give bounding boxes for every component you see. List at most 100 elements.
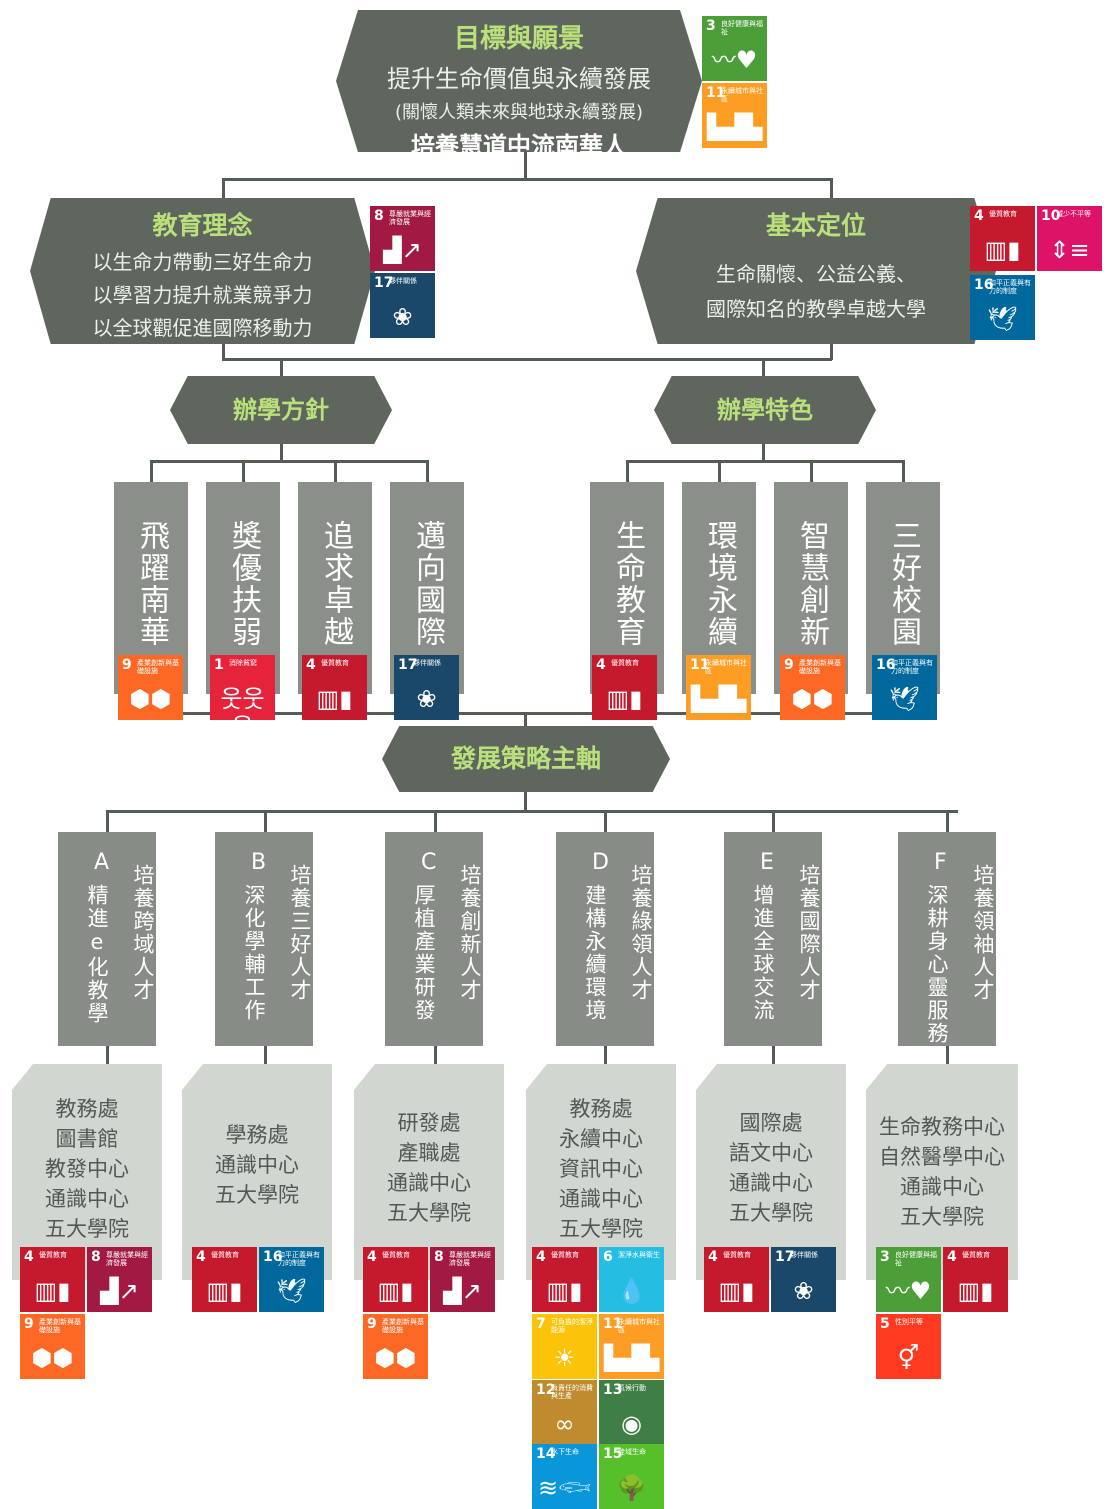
cubes-icon: ⬢⬢ (31, 1344, 74, 1372)
connector (830, 342, 833, 360)
connector (222, 178, 832, 181)
connector (830, 178, 833, 202)
unit-name: 產職處 (397, 1141, 461, 1165)
strategy-letter: E (760, 850, 774, 875)
city-icon: ▙▟▙ (706, 113, 763, 141)
feature-item-label: 環境永續 (702, 520, 737, 648)
unit-name: 五大學院 (215, 1183, 299, 1207)
unit-name: 學務處 (225, 1123, 289, 1147)
connector (772, 1046, 775, 1064)
unit-name: 通識中心 (45, 1187, 129, 1211)
vision-line2: (關懷人類未來與地球永續發展) (394, 102, 644, 123)
cubes-icon: ⬢⬢ (129, 685, 172, 713)
unit-name: 教發中心 (45, 1157, 129, 1181)
rings-icon: ❀ (793, 1277, 814, 1305)
positioning-line: 國際知名的教學卓越大學 (706, 297, 926, 321)
policy-item-label: 獎優扶弱 (226, 520, 261, 648)
book-icon: ▥▮ (316, 685, 353, 713)
dove-icon: 🕊 (276, 1277, 307, 1305)
unit-name: 國際處 (739, 1111, 803, 1135)
policy-item-label: 追求卓越 (318, 520, 353, 648)
policy-title: 辦學方針 (233, 396, 329, 424)
connector (106, 1046, 109, 1064)
education-title: 教育理念 (152, 211, 253, 240)
positioning-box: 基本定位 生命關懷、公益公義、 國際知名的教學卓越大學 (636, 198, 996, 344)
equality-icon: ⇕≡ (1049, 236, 1090, 264)
strategy-letter: A (94, 850, 110, 875)
education-box: 教育理念 以生命力帶動三好生命力 以學習力提升就業競爭力 以全球觀促進國際移動力 (30, 198, 375, 344)
city-icon: ▙▟▙ (690, 685, 747, 713)
education-line: 以生命力帶動三好生命力 (92, 250, 313, 274)
infinity-icon: ∞ (554, 1410, 575, 1438)
fish-icon: ≋𓆟 (538, 1474, 591, 1502)
vision-title: 目標與願景 (453, 24, 584, 54)
policy-box: 辦學方針 (170, 376, 392, 444)
rings-icon: ❀ (416, 685, 437, 713)
cubes-icon: ⬢⬢ (374, 1344, 417, 1372)
sdg-1-tile: 1消除貧窮웃웃웃 (210, 655, 275, 720)
features-box: 辦學特色 (654, 376, 876, 444)
strategy-letter: B (251, 850, 267, 875)
unit-name: 語文中心 (729, 1141, 813, 1165)
strategy-item: C 培養創新人才 厚植產業研發 (385, 832, 483, 1046)
book-icon: ▥▮ (546, 1277, 583, 1305)
vision-line1: 提升生命價值與永續發展 (387, 65, 651, 93)
connector (334, 460, 337, 482)
unit-name: 教務處 (569, 1097, 633, 1121)
unit-name: 五大學院 (559, 1217, 643, 1241)
strategy-box: 發展策略主軸 (382, 726, 670, 792)
connector (106, 810, 958, 813)
unit-name: 通識中心 (215, 1153, 299, 1177)
connector (280, 444, 283, 462)
unit-name: 五大學院 (45, 1217, 129, 1241)
sun-icon: ☀ (553, 1344, 576, 1372)
growth-chart-icon: ▟↗ (443, 1277, 482, 1305)
dove-icon: 🕊 (889, 685, 920, 713)
connector (524, 790, 527, 812)
unit-name: 通識中心 (729, 1171, 813, 1195)
unit-box: 學務處 通識中心 五大學院 (182, 1064, 332, 1280)
strategy-action: 精進e化教學 (85, 884, 109, 1025)
gender-icon: ⚥ (897, 1344, 920, 1372)
connector (810, 460, 813, 482)
book-icon: ▥▮ (206, 1277, 243, 1305)
book-icon: ▥▮ (34, 1277, 71, 1305)
strategy-title: 發展策略主軸 (450, 744, 601, 773)
connector (718, 460, 721, 482)
strategy-item: F 培養領袖人才 深耕身心靈服務 (898, 832, 996, 1046)
vision-line3: 培養慧道中流南華人 (411, 132, 627, 160)
unit-name: 資訊中心 (559, 1157, 643, 1181)
cubes-icon: ⬢⬢ (791, 685, 834, 713)
unit-name: 永續中心 (559, 1127, 643, 1151)
strategy-talent: 培養跨域人才 (131, 864, 155, 1002)
growth-chart-icon: ▟↗ (383, 236, 422, 264)
positioning-line: 生命關懷、公益公義、 (716, 262, 916, 286)
education-line: 以學習力提升就業競爭力 (92, 283, 313, 307)
connector (524, 150, 527, 180)
connector (434, 810, 437, 832)
connector (604, 810, 607, 832)
connector (762, 358, 765, 376)
book-icon: ▥▮ (606, 685, 643, 713)
connector (222, 178, 225, 202)
policy-item-label: 邁向國際 (410, 520, 445, 648)
connector (280, 358, 283, 376)
connector (434, 1046, 437, 1064)
